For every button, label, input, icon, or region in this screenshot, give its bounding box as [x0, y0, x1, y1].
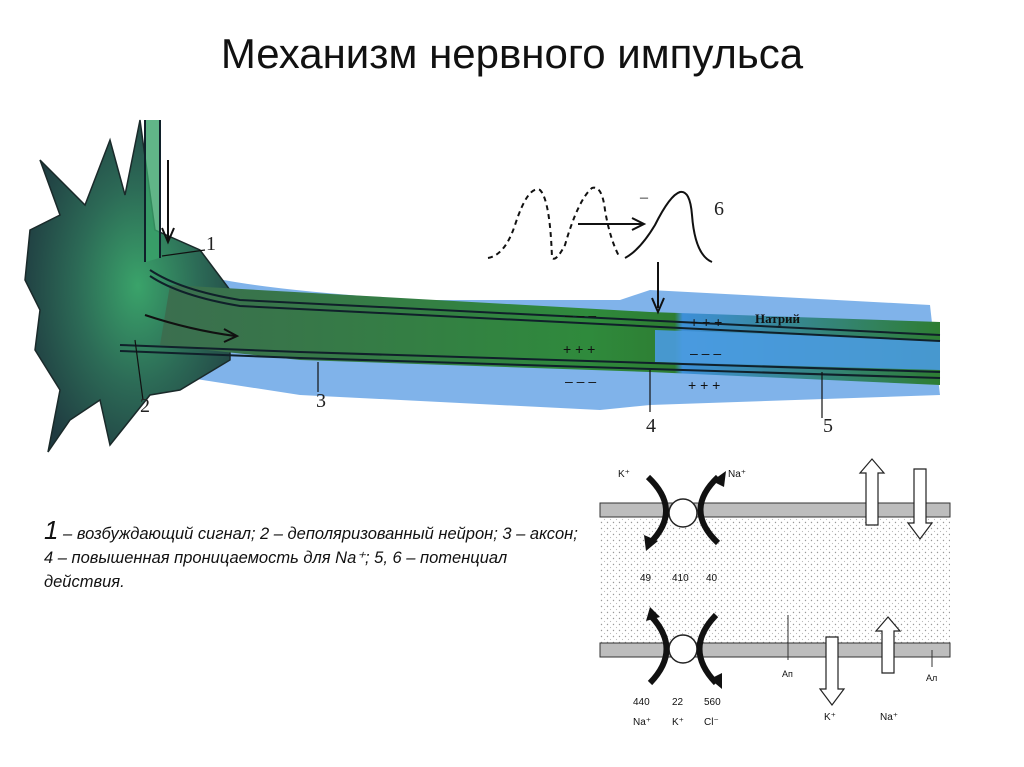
- an-label-left: Ап: [782, 669, 793, 679]
- depolarization-arrowhead: [651, 297, 665, 315]
- pump-top-na-label: Na⁺: [728, 469, 746, 480]
- pump-top-value-2: 410: [672, 573, 689, 584]
- pump-bottom-ion-3: Cl⁻: [704, 717, 719, 728]
- membrane-bottom: [599, 642, 951, 658]
- pump-top-k-arrowhead: [644, 535, 658, 551]
- pump-bottom-na-arrowhead: [710, 673, 722, 689]
- leader-1: [161, 249, 206, 257]
- charge-center-right: – – –: [690, 345, 721, 361]
- label-6: 6: [714, 198, 724, 220]
- pump-bottom: [668, 634, 698, 664]
- pump-bottom-value-3: 560: [704, 697, 721, 708]
- channel-up-top: [858, 458, 886, 526]
- charge-lower-left: – – –: [565, 373, 596, 389]
- depolarized-region: [655, 330, 940, 370]
- leader-2: [134, 339, 144, 401]
- caption-text: – возбуждающий сигнал; 2 – деполяризован…: [44, 525, 578, 591]
- label-3: 3: [316, 390, 326, 412]
- action-potential-solid: [624, 190, 713, 263]
- membrane-top: [599, 502, 951, 518]
- label-1: 1: [206, 233, 216, 255]
- soma-arrow: [144, 314, 236, 337]
- pump-top-na-arrow: [697, 474, 721, 546]
- soma: [24, 119, 231, 453]
- neuron-diagram: 1 2 3 4 5 6 Натрий – – – – + + + + + + –…: [24, 119, 941, 453]
- label-4: 4: [646, 415, 656, 437]
- membrane-top-outer: [149, 269, 941, 336]
- pump-bottom-ion-2: K⁺: [672, 717, 684, 728]
- input-fiber: [144, 120, 161, 262]
- soma-arrowhead: [223, 328, 240, 343]
- channel-down-top: [906, 468, 934, 540]
- pump-top-na-arrowhead: [712, 471, 726, 487]
- wave-arrowhead: [631, 217, 647, 231]
- pump-bottom-k-arrow: [647, 612, 670, 686]
- pump-top: [668, 498, 698, 528]
- caption-number: 1: [44, 515, 59, 545]
- pump-bottom-value-2: 22: [672, 697, 684, 708]
- charge-center-left: + + +: [563, 341, 595, 357]
- channel-up-bottom: [874, 616, 902, 674]
- pump-bottom-na-arrow: [696, 612, 719, 686]
- label-2: 2: [140, 395, 150, 417]
- ion-pump-diagram: K⁺ Na⁺ 49 410 40 440 22 560 Na⁺ K⁺ Cl⁻ А…: [599, 458, 951, 728]
- input-fiber-fill: [146, 120, 159, 262]
- pump-bottom-ion-1: Na⁺: [633, 717, 651, 728]
- charge-lower-right: + + +: [688, 377, 720, 393]
- an-label-right: Ал: [926, 673, 937, 683]
- pump-top-value-1: 49: [640, 573, 652, 584]
- wave-minus: –: [639, 189, 649, 206]
- pump-bottom-k-arrowhead: [646, 607, 660, 621]
- charge-upper-left: – – –: [565, 307, 596, 323]
- membrane-bottom-inner: [119, 350, 941, 379]
- label-5: 5: [823, 415, 833, 437]
- membrane-top-inner: [149, 275, 941, 342]
- sodium-label: Натрий: [755, 311, 801, 326]
- channel-down-bottom: [818, 636, 846, 706]
- pump-bottom-value-1: 440: [633, 697, 650, 708]
- caption: 1 – возбуждающий сигнал; 2 – деполяризов…: [44, 515, 584, 594]
- action-potential-dashed: [487, 186, 621, 260]
- pump-top-value-3: 40: [706, 573, 718, 584]
- channel-up-bottom-label: Na⁺: [880, 712, 898, 723]
- input-arrowhead: [161, 227, 175, 245]
- pump-top-k-arrow: [645, 474, 669, 546]
- charge-upper-right: + + +: [690, 314, 722, 330]
- slide-title: Механизм нервного импульса: [220, 30, 804, 77]
- membrane-bottom-outer: [119, 344, 941, 373]
- pump-top-k-label: K⁺: [618, 469, 630, 480]
- channel-down-bottom-label: K⁺: [824, 712, 836, 723]
